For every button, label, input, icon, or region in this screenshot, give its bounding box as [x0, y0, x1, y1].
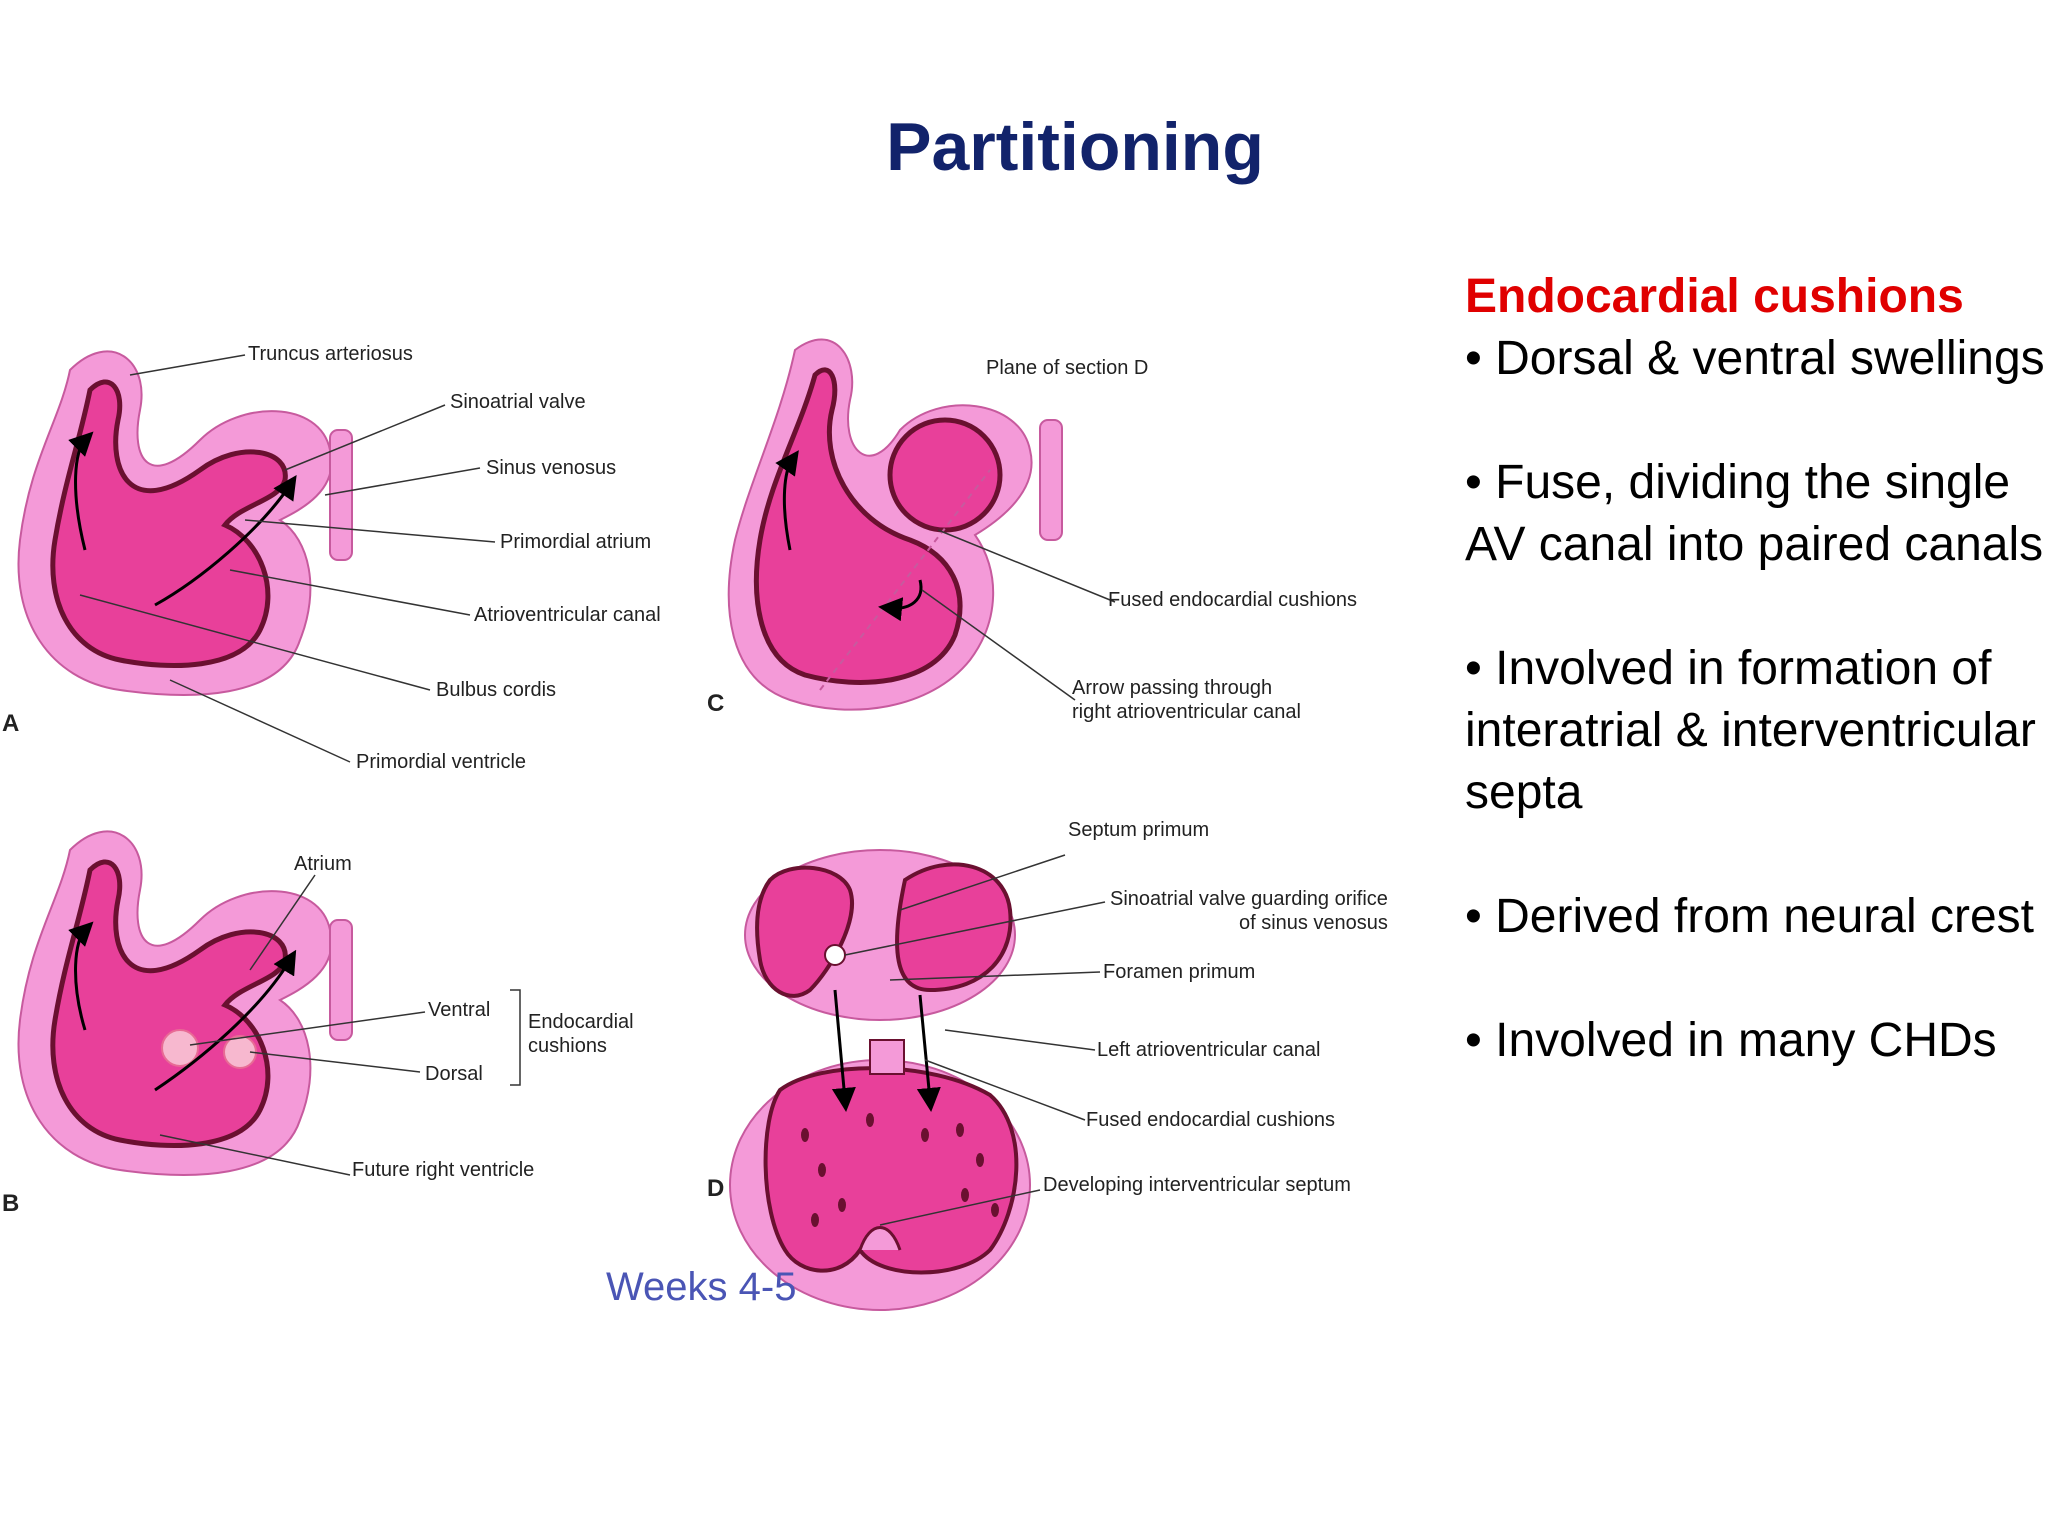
- panel-a-leaders: [79, 354, 496, 763]
- label-developing-iv-septum: Developing interventricular septum: [1043, 1174, 1351, 1196]
- label-sa-valve-guarding-line1: Sinoatrial valve guarding orifice: [1110, 888, 1388, 910]
- panel-c-leaders: [921, 529, 1116, 701]
- label-dorsal: Dorsal: [425, 1063, 483, 1085]
- panel-c-heart: [727, 338, 1063, 711]
- label-ventral: Ventral: [428, 999, 491, 1021]
- label-primordial-atrium: Primordial atrium: [500, 531, 652, 553]
- label-atrium: Atrium: [294, 853, 352, 875]
- bullet-item: • Fuse, dividing the single AV canal int…: [1465, 456, 2044, 571]
- label-sinus-venosus: Sinus venosus: [486, 457, 617, 479]
- panel-a-heart: [17, 350, 353, 696]
- label-endocardial-cushions-line1: Endocardial: [528, 1011, 634, 1033]
- label-septum-primum: Septum primum: [1068, 819, 1210, 841]
- heart-diagram-illustration: [17, 338, 1116, 1311]
- label-bulbus-cordis: Bulbus cordis: [436, 679, 557, 701]
- label-arrow-passing-line1: Arrow passing through: [1072, 677, 1273, 699]
- panel-d-leaders: [844, 854, 1106, 1226]
- label-fused-cushions-c: Fused endocardial cushions: [1108, 589, 1358, 611]
- label-endocardial-cushions-line2: cushions: [528, 1035, 607, 1057]
- label-atrioventricular-canal: Atrioventricular canal: [474, 604, 661, 626]
- figure-caption: Weeks 4-5: [606, 1265, 797, 1309]
- label-fused-cushions-d: Fused endocardial cushions: [1086, 1109, 1336, 1131]
- label-left-av-canal: Left atrioventricular canal: [1097, 1039, 1321, 1061]
- label-arrow-passing: Arrow passing through right atrioventric…: [1072, 676, 1301, 724]
- panel-letter-a: A: [2, 710, 20, 737]
- label-plane-of-section-d: Plane of section D: [986, 357, 1149, 379]
- label-endocardial-cushions: Endocardial cushions: [528, 1010, 634, 1058]
- bullet-item: • Dorsal & ventral swellings: [1465, 332, 2045, 385]
- panel-b-leaders: [159, 874, 521, 1176]
- panel-b-heart: [17, 830, 353, 1176]
- bullet-item: • Involved in many CHDs: [1465, 1014, 1997, 1067]
- label-sinoatrial-valve: Sinoatrial valve: [450, 391, 586, 413]
- label-future-right-ventricle: Future right ventricle: [352, 1159, 535, 1181]
- bullet-item: • Derived from neural crest: [1465, 890, 2034, 943]
- panel-d-heart: [729, 849, 1031, 1311]
- panel-letter-d: D: [707, 1175, 725, 1202]
- bullet-item: • Involved in formation of interatrial &…: [1465, 642, 2036, 819]
- panel-letter-b: B: [2, 1190, 20, 1217]
- label-foramen-primum: Foramen primum: [1103, 961, 1256, 983]
- heart-development-figure: A B C D Truncus arteriosus Sinoatrial va…: [0, 290, 1450, 1350]
- notes-panel: Endocardial cushions • Dorsal & ventral …: [1465, 266, 2045, 1072]
- label-sa-valve-guarding-line2: of sinus venosus: [1238, 912, 1388, 934]
- label-truncus-arteriosus: Truncus arteriosus: [248, 343, 413, 365]
- slide-title: Partitioning: [886, 109, 1264, 185]
- label-primordial-ventricle: Primordial ventricle: [356, 751, 527, 773]
- panel-letter-c: C: [707, 690, 725, 717]
- notes-heading: Endocardial cushions: [1465, 270, 1964, 323]
- label-arrow-passing-line2: right atrioventricular canal: [1072, 701, 1301, 723]
- label-sa-valve-guarding: Sinoatrial valve guarding orifice of sin…: [1110, 887, 1388, 935]
